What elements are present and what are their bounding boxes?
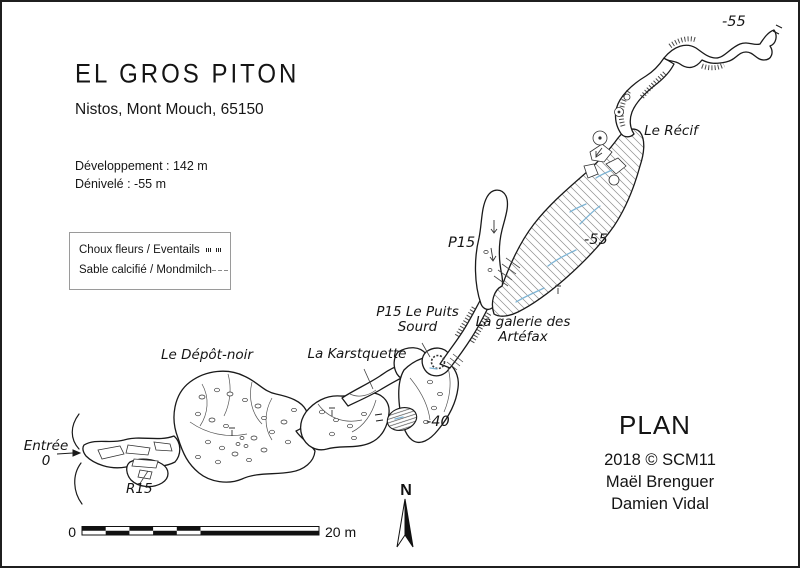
credit-year-club: 2018 © SCM11 bbox=[604, 451, 716, 469]
hall-blocks bbox=[583, 93, 631, 186]
legend-item-choux-fleurs: Choux fleurs / Eventails bbox=[79, 240, 221, 260]
flow-arrows bbox=[229, 147, 603, 436]
label-entrance-line1: Entrée bbox=[23, 438, 69, 454]
legend-label: Choux fleurs / Eventails bbox=[79, 244, 200, 256]
credits-block: 2018 © SCM11 Maël Brenguer Damien Vidal bbox=[575, 450, 745, 515]
label-depth-55-mid: -55 bbox=[584, 232, 608, 248]
cave-location: Nistos, Mont Mouch, 65150 bbox=[75, 101, 264, 118]
north-label: N bbox=[400, 482, 412, 499]
scale-zero-label: 0 bbox=[68, 524, 76, 540]
label-galerie-artefax: La galerie des Artéfax bbox=[468, 314, 578, 346]
entrance-cliff-marks bbox=[71, 413, 83, 505]
label-puits-sourd-line1: P15 Le Puits bbox=[376, 304, 459, 320]
big-hall bbox=[491, 128, 645, 317]
label-karstquette: La Karstquette bbox=[307, 346, 407, 362]
slope-hatch-marks bbox=[446, 257, 521, 371]
legend-box: Choux fleurs / Eventails Sable calcifié … bbox=[69, 232, 231, 290]
credit-author-2: Damien Vidal bbox=[611, 494, 709, 513]
label-puits-sourd: P15 Le Puits Sourd bbox=[370, 304, 465, 336]
legend-label: Sable calcifié / Mondmilch bbox=[79, 264, 212, 276]
label-leader-lines bbox=[138, 342, 431, 486]
stat-depth: Dénivelé : -55 m bbox=[75, 176, 167, 191]
puits-sourd-pit bbox=[421, 347, 452, 377]
entrance-blocks bbox=[97, 441, 173, 480]
label-p15: P15 bbox=[448, 235, 476, 251]
upper-passage bbox=[663, 29, 777, 69]
label-entrance-line2: 0 bbox=[41, 453, 51, 470]
pit-crenellation bbox=[430, 354, 446, 370]
label-galerie-line1: La galerie des bbox=[475, 314, 571, 330]
stat-development: Développement : 142 m bbox=[75, 159, 208, 173]
north-arrow: N bbox=[396, 482, 414, 548]
entrance-arrow bbox=[56, 449, 82, 457]
label-recif: Le Récif bbox=[644, 123, 698, 139]
water-stream-marks bbox=[394, 169, 613, 420]
label-entrance: Entrée 0 bbox=[18, 438, 74, 470]
label-puits-sourd-line2: Sourd bbox=[397, 319, 438, 336]
label-galerie-line2: Artéfax bbox=[498, 329, 548, 346]
calcified-sand-patch bbox=[386, 407, 418, 431]
choux-fleurs-symbol-icon bbox=[206, 248, 221, 252]
depot-noir-chamber bbox=[173, 370, 316, 483]
legend-item-mondmilch: Sable calcifié / Mondmilch bbox=[79, 260, 228, 280]
label-depth-40: -40 bbox=[426, 414, 450, 430]
scale-end-label: 20 m bbox=[325, 524, 356, 540]
cave-title: EL GROS PITON bbox=[75, 59, 300, 90]
credit-author-1: Maël Brenguer bbox=[605, 472, 715, 491]
label-r15: R15 bbox=[126, 481, 153, 497]
survey-stats: Développement : 142 m Dénivelé : -55 m bbox=[75, 158, 208, 193]
scale-bar: 0 20 m bbox=[68, 524, 356, 540]
mondmilch-symbol-icon bbox=[211, 269, 228, 271]
continuation-marks bbox=[374, 24, 783, 422]
mid-chamber bbox=[299, 391, 390, 451]
choux-fleurs-ticks bbox=[454, 36, 726, 344]
pebble-symbols bbox=[195, 250, 493, 465]
label-depot-noir: Le Dépôt-noir bbox=[161, 347, 253, 363]
plan-label: PLAN bbox=[619, 410, 691, 440]
label-depth-55-top: -55 bbox=[722, 14, 746, 30]
